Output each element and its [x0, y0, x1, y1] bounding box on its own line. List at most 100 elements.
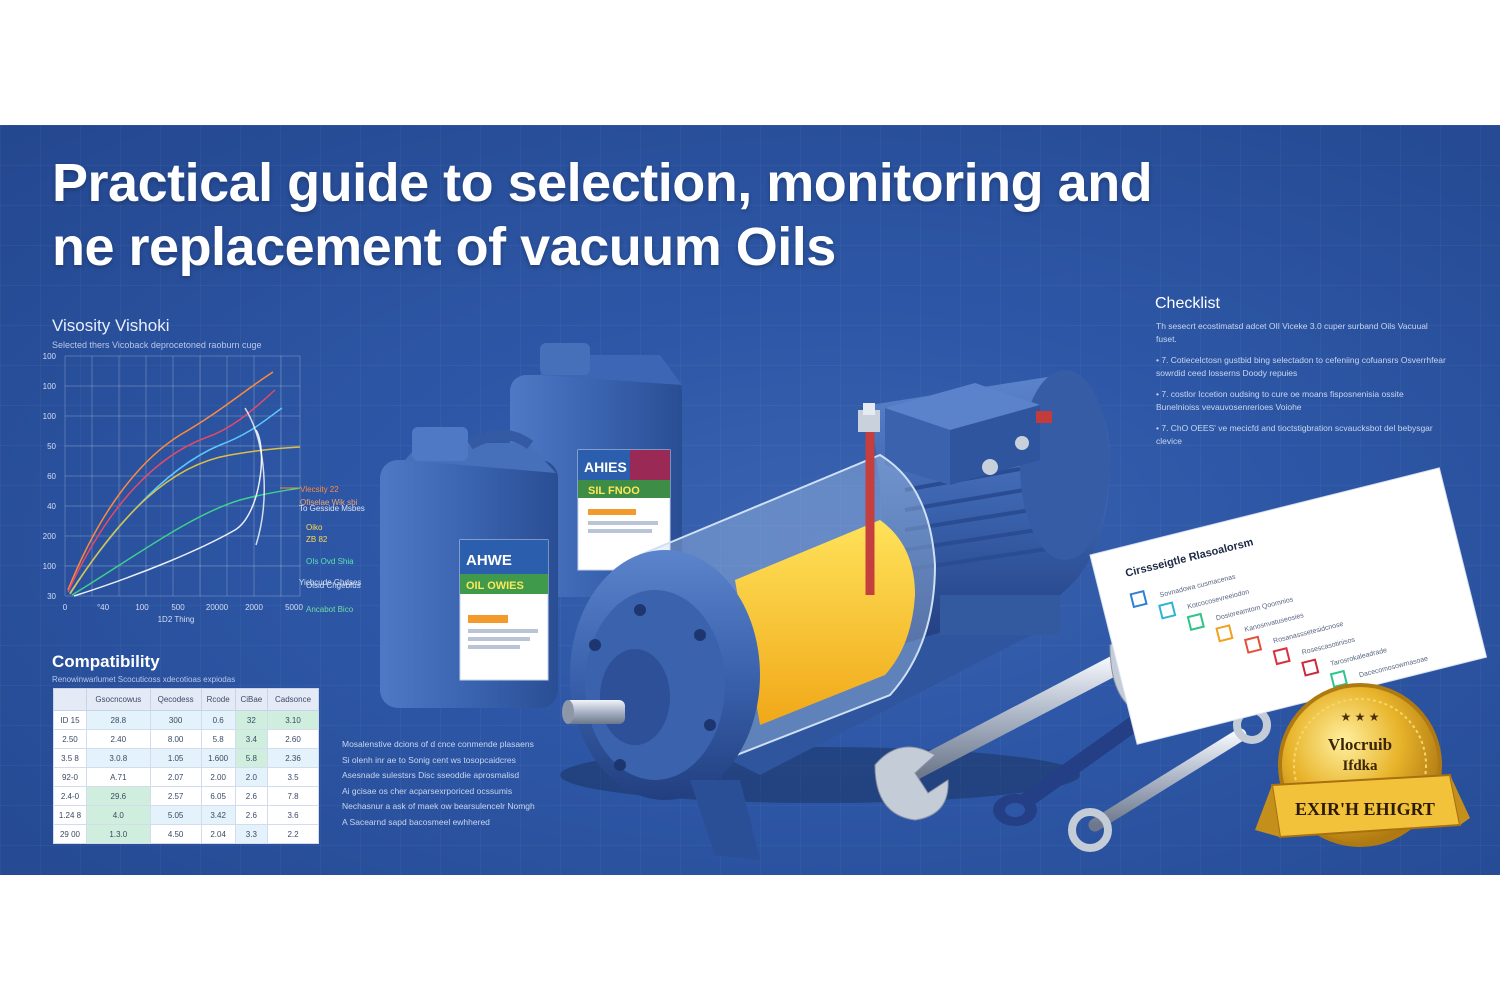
column-header: Qecodess [149, 688, 202, 711]
table-cell: 3.4 [234, 729, 269, 749]
jug-back-brand: AHIES [584, 459, 627, 475]
y-tick: 100 [43, 382, 57, 391]
curve-white-2 [244, 407, 265, 546]
badge-line-2: Ifdka [1342, 758, 1378, 774]
checklist-text: Th sesecrt ecostimatsd adcet OIl Viceke … [1156, 320, 1446, 456]
compatibility-title: Compatibility [52, 652, 160, 671]
jug-front-product: OIL OWIES [466, 580, 524, 592]
compatibility-subtitle: Renowinwarlumet Scocuticoss xdecotioas e… [52, 675, 236, 684]
column-header: CiBae [234, 688, 269, 711]
table-cell: 3.42 [200, 805, 236, 825]
jug-front-brand: AHWE [466, 552, 512, 569]
table-cell: 29 00 [53, 824, 87, 844]
checklist-line: Th sesecrt ecostimatsd adcet OIl Viceke … [1156, 321, 1428, 344]
x-tick: 100 [135, 603, 149, 612]
checkbox-icon [1215, 624, 1234, 643]
legend-item: Yicbcude Ghdses [299, 578, 361, 587]
notes-list: Mosalenstive dcions of d cnce conmende p… [342, 737, 535, 830]
legend-extra: Yicbcude Ghdses [299, 578, 361, 587]
column-header: Cadsonce [267, 688, 319, 711]
note-item: A Sacearnd sapd bacosmeel ewhhered [342, 816, 490, 827]
compatibility-table: Gsocncowus Qecodess Rcode CiBae Cadsonce… [53, 688, 319, 844]
table-cell: 3.6 [267, 805, 319, 825]
illustration-layer: AHIES SIL FNOO AHWE OIL OWIES [380, 343, 1488, 860]
x-axis-label: 1D2 Thing [158, 615, 195, 624]
legend-extra: To Gesside Msbes [299, 504, 365, 513]
curve-white [73, 429, 263, 597]
table-row: ID 15 28.8 300 0.6 32 3.10 [53, 710, 319, 730]
expert-seal-badge: ★ ★ ★ Vlocruib Ifdka EXIR'H EHIGRT [1255, 683, 1470, 847]
note-item: Asesnade sulestsrs Disc sseoddie aprosma… [342, 770, 520, 780]
curve-yellow [69, 446, 301, 595]
x-tick: 0 [63, 603, 68, 612]
table-cell: 4.50 [149, 824, 202, 844]
checkbox-icon [1158, 601, 1177, 620]
table-cell: 3.10 [267, 710, 319, 730]
y-tick: 40 [47, 502, 56, 511]
checklist-line: • 7. costlor Iccetion oudsing to cure oe… [1156, 389, 1404, 412]
table-cell: 2.60 [267, 729, 319, 749]
legend-item: Ancabot Bico [306, 605, 354, 614]
table-cell: 29.6 [85, 786, 151, 806]
viscosity-chart-subtitle: Selected thers Vicoback deprocetoned rao… [52, 340, 262, 350]
y-tick: 60 [47, 472, 56, 481]
page-title: Practical guide to selection, monitoring… [52, 151, 1352, 279]
title-line-1: Practical guide to selection, monitoring… [52, 153, 1153, 213]
checkbox-icon [1129, 589, 1148, 609]
title-line-2: ne replacement of vacuum Oils [52, 217, 836, 277]
checklist-line: • 7. Cotiecelctosn gustbid bing selectad… [1156, 355, 1446, 378]
note-item: Nechasnur a ask of maek ow bearsulencelr… [342, 801, 535, 811]
x-tick: 20000 [206, 603, 229, 612]
curve-orange [67, 371, 274, 591]
table-cell: 3.3 [234, 824, 269, 844]
checkbox-icon [1301, 658, 1320, 677]
y-tick: 100 [43, 562, 57, 571]
checkbox-icon [1272, 647, 1291, 666]
table-header-row: Gsocncowus Qecodess Rcode CiBae Cadsonce [53, 688, 319, 711]
checkbox-icon [1243, 635, 1263, 654]
table-cell: 28.8 [85, 710, 151, 730]
svg-text:★ ★ ★: ★ ★ ★ [1341, 710, 1380, 724]
oil-jug-front: AHWE OIL OWIES [380, 427, 558, 708]
legend-item: Oisid Chgebfus [306, 581, 361, 590]
badge-line-1: Vlocruib [1328, 735, 1392, 754]
y-tick: 30 [47, 592, 56, 601]
table-cell: 3.5 8 [53, 748, 87, 768]
note-item: Mosalenstive dcions of d cnce conmende p… [342, 739, 534, 749]
table-cell: 2.36 [267, 748, 319, 768]
checklist-sheet: Cirssseigtle Rlasoalorsm Sovnadowa cusma… [1089, 467, 1488, 745]
table-row: 92-0 A.71 2.07 2.00 2.0 3.5 [53, 767, 319, 787]
checkbox-icon [1186, 612, 1205, 631]
table-row: 29 00 1.3.0 4.50 2.04 3.3 2.2 [53, 824, 319, 844]
table-row: 1.24 8 4.0 5.05 3.42 2.6 3.6 [53, 805, 319, 825]
column-header: Rcode [200, 688, 236, 711]
table-cell: 1.3.0 [85, 824, 151, 844]
checklist-title: Checklist [1155, 295, 1220, 312]
column-header [53, 688, 87, 711]
table-row: 2.4-0 29.6 2.57 6.05 2.6 7.8 [53, 786, 319, 806]
legend-item: Oiko [306, 523, 323, 532]
y-tick: 200 [43, 532, 57, 541]
table-cell: 2.2 [267, 824, 319, 844]
table-row: 2.50 2.40 8.00 5.8 3.4 2.60 [53, 729, 319, 749]
badge-ribbon: EXIR'H EHIGRT [1295, 799, 1435, 819]
column-header: Gsocncowus [85, 688, 151, 711]
curve-green [71, 487, 301, 596]
table-cell: 0.6 [200, 710, 236, 730]
checklist-line: • 7. ChO OEES' ve mecicfd and tioctstigb… [1156, 423, 1433, 446]
x-tick: 2000 [245, 603, 263, 612]
table-cell: 4.0 [85, 805, 151, 825]
chart-gridlines [64, 355, 301, 597]
table-cell: 5.8 [234, 748, 269, 768]
legend-item: Vlecsity 22 [300, 485, 339, 494]
note-item: Ai gcisae os cher acparsexrporiced ocssu… [342, 785, 513, 796]
jug-back-product: SIL FNOO [588, 485, 640, 497]
note-item: Si olenh inr ae to Sonig cent ws tosopca… [342, 754, 516, 765]
legend-item: Ofiselae Wik sbi [300, 498, 358, 507]
legend-item: OIs Ovd Shia [306, 557, 354, 566]
y-tick: 50 [47, 442, 56, 451]
vacuum-pump [560, 370, 1110, 860]
checkbox-icon [1329, 669, 1348, 689]
viscosity-chart: 100 100 100 50 60 40 200 100 30 0 °40 10… [43, 352, 361, 624]
table-cell: 32 [234, 710, 269, 730]
